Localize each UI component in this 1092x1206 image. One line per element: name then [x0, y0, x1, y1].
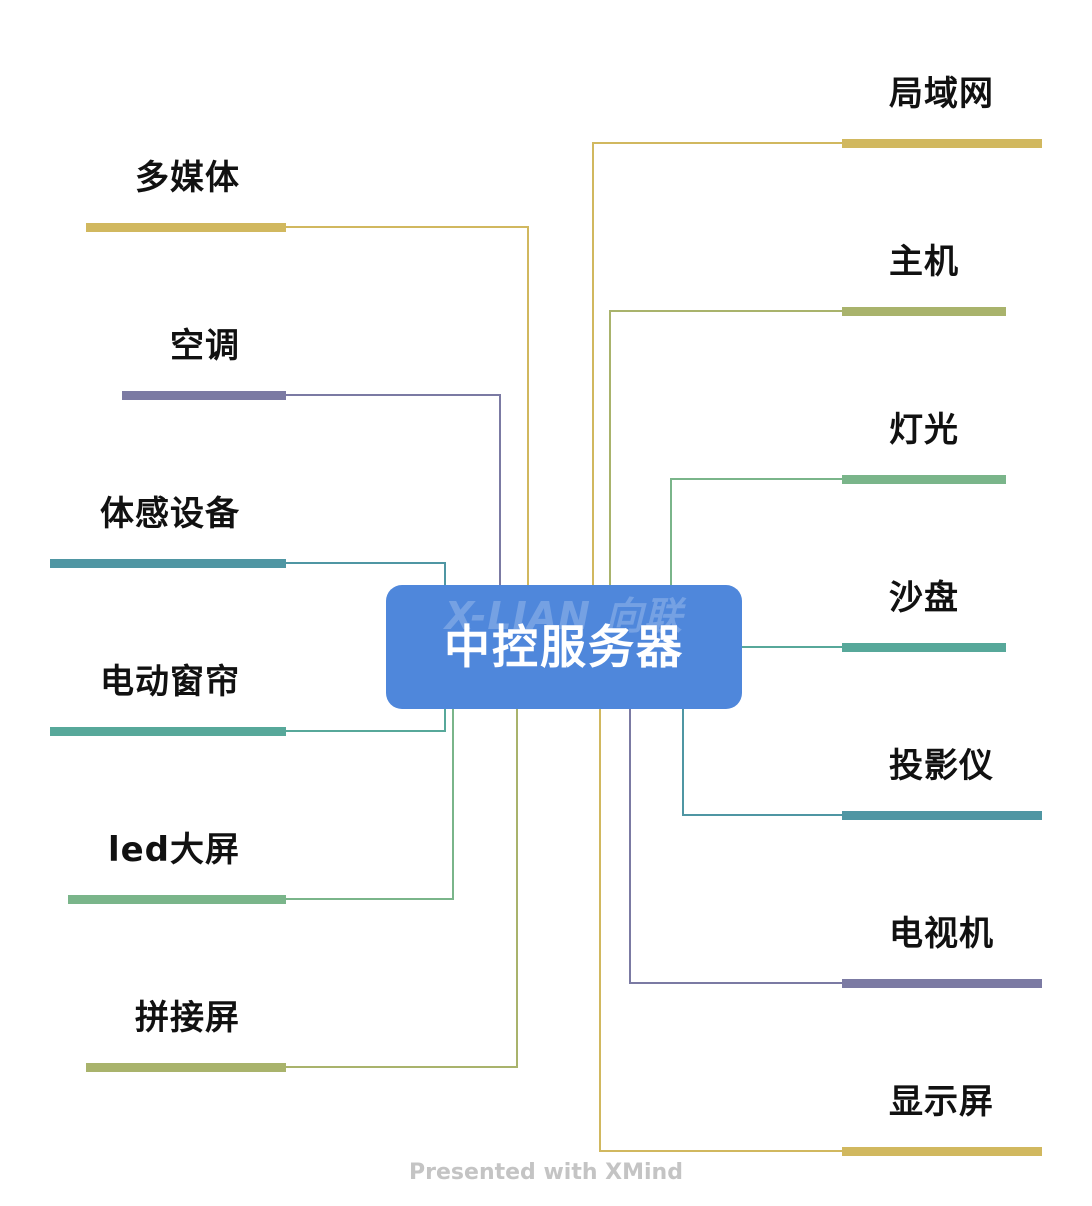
left-branch-underline	[86, 223, 286, 232]
right-branch-underline	[842, 979, 1042, 988]
left-branch-label[interactable]: led大屏	[107, 830, 240, 870]
left-connector-line	[286, 562, 446, 585]
right-branch-label[interactable]: 显示屏	[889, 1082, 994, 1122]
right-connector-line	[592, 142, 842, 585]
right-branch-underline	[842, 811, 1042, 820]
right-branch-underline	[842, 643, 1006, 652]
left-branch-label[interactable]: 多媒体	[135, 158, 240, 198]
left-branch-underline	[122, 391, 286, 400]
left-branch-underline	[68, 895, 286, 904]
left-branch-underline	[50, 727, 286, 736]
left-branch-label[interactable]: 空调	[170, 326, 240, 366]
right-connector-line	[599, 709, 842, 1152]
right-branch-underline	[842, 475, 1006, 484]
right-branch-label[interactable]: 电视机	[889, 914, 994, 954]
right-branch-label[interactable]: 主机	[889, 242, 959, 282]
left-connector-line	[286, 394, 501, 585]
left-branch-label[interactable]: 电动窗帘	[100, 662, 240, 702]
footer-credit: Presented with XMind	[409, 1160, 683, 1185]
left-connector-line	[286, 709, 454, 900]
right-connector-line	[682, 709, 842, 816]
left-connector-line	[286, 226, 529, 585]
right-branch-underline	[842, 307, 1006, 316]
right-connector-line	[670, 478, 842, 585]
watermark-logo: X-LIAN 向联	[444, 594, 684, 638]
right-branch-label[interactable]: 投影仪	[889, 746, 994, 786]
right-branch-underline	[842, 1147, 1042, 1156]
right-branch-label[interactable]: 灯光	[889, 410, 959, 450]
central-topic-title: 中控服务器	[444, 620, 684, 674]
right-branch-label[interactable]: 局域网	[889, 74, 994, 114]
left-branch-label[interactable]: 拼接屏	[135, 998, 240, 1038]
left-branch-underline	[50, 559, 286, 568]
central-topic[interactable]: X-LIAN 向联 中控服务器	[386, 585, 742, 709]
right-connector-line	[609, 310, 842, 585]
right-branch-label[interactable]: 沙盘	[889, 578, 959, 618]
left-branch-underline	[86, 1063, 286, 1072]
right-branch-underline	[842, 139, 1042, 148]
left-connector-line	[286, 709, 446, 732]
left-branch-label[interactable]: 体感设备	[100, 494, 240, 534]
right-connector-line	[629, 709, 842, 984]
left-connector-line	[286, 709, 518, 1068]
